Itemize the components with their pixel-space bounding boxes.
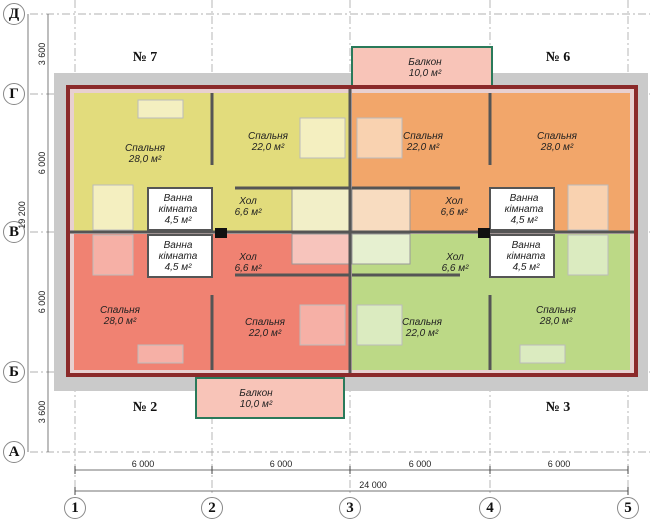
axis-row-B: Б <box>3 361 25 383</box>
stairs-bl <box>291 233 351 265</box>
unit-label-7: № 7 <box>132 50 158 65</box>
axis-col-5: 5 <box>617 497 639 519</box>
axis-col-4: 4 <box>479 497 501 519</box>
axis-row-G: Г <box>3 83 25 105</box>
stairs-br <box>351 233 411 265</box>
unit-label-2: № 2 <box>132 400 158 415</box>
chimney-left <box>215 228 227 238</box>
axis-col-1: 1 <box>64 497 86 519</box>
bath-tr <box>489 187 555 231</box>
bath-tl <box>147 187 213 231</box>
dim-V-B: 6 000 <box>37 290 47 314</box>
dimension-lines <box>27 14 628 492</box>
dim-2-3: 6 000 <box>269 459 293 469</box>
dim-total: 24 000 <box>359 480 387 490</box>
dimension-ticks <box>74 466 629 495</box>
bath-bl <box>147 234 213 278</box>
dim-1-2: 6 000 <box>131 459 155 469</box>
axis-row-D: Д <box>3 3 25 25</box>
unit-label-3: № 3 <box>545 400 571 415</box>
unit-label-6: № 6 <box>545 50 571 65</box>
stairs-tl <box>291 187 351 233</box>
bath-br <box>489 234 555 278</box>
dim-3-4: 6 000 <box>408 459 432 469</box>
balcony-bottom <box>195 377 345 419</box>
dim-G-V: 6 000 <box>37 151 47 175</box>
axis-row-V: В <box>3 221 25 243</box>
axis-col-3: 3 <box>339 497 361 519</box>
dim-B-A: 3 600 <box>37 400 47 424</box>
stairs-tr <box>351 187 411 233</box>
interior-walls <box>70 89 634 373</box>
dim-4-5: 6 000 <box>547 459 571 469</box>
chimney-right <box>478 228 490 238</box>
dim-D-G: 3 600 <box>37 42 47 66</box>
axis-row-A: А <box>3 441 25 463</box>
axis-col-2: 2 <box>201 497 223 519</box>
furniture <box>92 99 609 364</box>
dim-total-height: 19 200 <box>17 201 27 229</box>
